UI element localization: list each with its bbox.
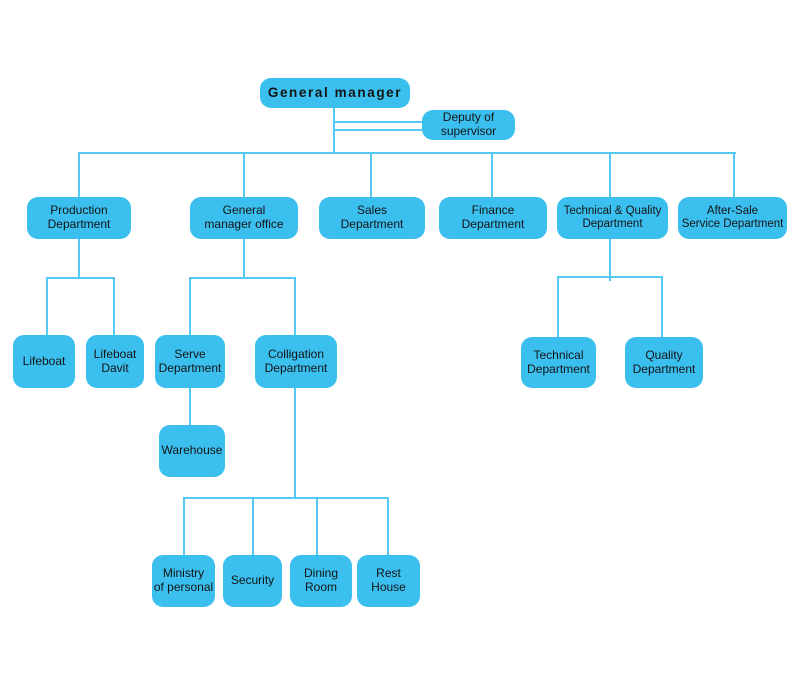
node-rest-house: Rest House xyxy=(357,555,420,607)
node-colligation-department: Colligation Department xyxy=(255,335,337,388)
node-production-department: Production Department xyxy=(27,197,131,239)
connector-warehouse-stem xyxy=(189,388,191,425)
connector-finance-drop xyxy=(491,152,493,197)
node-warehouse: Warehouse xyxy=(159,425,225,477)
connector-ministry-drop xyxy=(183,497,185,555)
node-label: Technical Department xyxy=(527,347,590,376)
node-label: After-Sale Service Department xyxy=(681,204,784,230)
node-serve-department: Serve Department xyxy=(155,335,225,388)
node-label: Warehouse xyxy=(161,443,223,458)
node-technical-quality-department: Technical & Quality Department xyxy=(557,197,668,239)
node-label: Serve Department xyxy=(158,346,222,375)
node-label: Dining Room xyxy=(303,566,339,594)
connector-gm-office-rail xyxy=(189,277,296,279)
node-finance-department: Finance Department xyxy=(439,197,547,239)
connector-lifeboat-drop xyxy=(46,277,48,335)
node-technical-department: Technical Department xyxy=(521,337,596,388)
node-sales-department: Sales Department xyxy=(319,197,425,239)
node-label: General manager office xyxy=(204,203,284,231)
node-label: Quality Department xyxy=(632,347,696,376)
connector-dining-drop xyxy=(316,497,318,555)
connector-after-sale-drop xyxy=(733,152,735,197)
node-after-sale-service-department: After-Sale Service Department xyxy=(678,197,787,239)
connector-tech-quality-drop xyxy=(609,152,611,197)
connector-production-rail xyxy=(46,277,115,279)
node-general-manager-office: General manager office xyxy=(190,197,298,239)
connector-colligation-stem xyxy=(294,388,296,497)
node-ministry-of-personal: Ministry of personal xyxy=(152,555,215,607)
node-dining-room: Dining Room xyxy=(290,555,352,607)
node-label: Deputy of supervisor xyxy=(440,110,497,138)
connector-sales-drop xyxy=(370,152,372,197)
connector-deputy-upper xyxy=(334,121,422,123)
connector-serve-drop xyxy=(189,277,191,335)
connector-security-drop xyxy=(252,497,254,555)
connector-tech-quality-rail xyxy=(557,276,663,278)
node-label: Colligation Department xyxy=(264,346,328,375)
connector-tech-quality-stem xyxy=(609,239,611,281)
node-label: Security xyxy=(230,573,275,588)
connector-colligation-drop xyxy=(294,277,296,335)
connector-gm-office-drop xyxy=(243,152,245,197)
connector-technical-drop xyxy=(557,276,559,337)
node-lifeboat-davit: Lifeboat Davit xyxy=(86,335,144,388)
connector-deputy-lower xyxy=(334,129,422,131)
node-lifeboat: Lifeboat xyxy=(13,335,75,388)
node-label: Ministry of personal xyxy=(153,566,214,594)
connector-colligation-rail xyxy=(183,497,389,499)
node-label: Rest House xyxy=(371,566,406,594)
node-label: Lifeboat Davit xyxy=(93,346,137,375)
connector-rest-drop xyxy=(387,497,389,555)
connector-production-drop xyxy=(78,152,80,197)
node-label: Sales Department xyxy=(340,203,404,231)
node-label: General manager xyxy=(267,85,403,101)
node-label: Technical & Quality Department xyxy=(563,204,662,230)
node-security: Security xyxy=(223,555,282,607)
node-label: Production Department xyxy=(47,203,111,231)
connector-departments-rail xyxy=(78,152,736,154)
connector-gm-office-stem xyxy=(243,239,245,279)
node-label: Lifeboat xyxy=(22,353,66,368)
connector-production-stem xyxy=(78,239,80,279)
connector-lifeboat-davit-drop xyxy=(113,277,115,335)
node-general-manager: General manager xyxy=(260,78,410,108)
node-deputy-of-supervisor: Deputy of supervisor xyxy=(422,110,515,140)
connector-quality-drop xyxy=(661,276,663,337)
node-quality-department: Quality Department xyxy=(625,337,703,388)
node-label: Finance Department xyxy=(461,203,525,231)
